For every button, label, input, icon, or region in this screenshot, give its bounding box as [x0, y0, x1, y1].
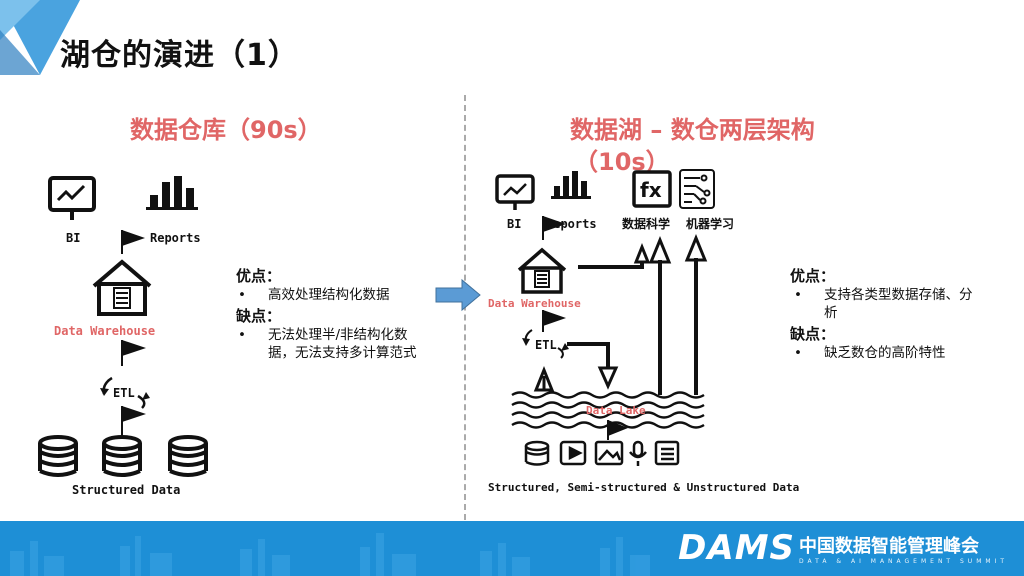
right-pros-line1: 支持各类型数据存储、分 [824, 287, 973, 303]
svg-text:fx: fx [640, 178, 662, 202]
flag-icon [121, 340, 146, 366]
document-icon [654, 440, 680, 466]
right-pros-title: 优点： [790, 267, 836, 285]
left-pros-item: 高效处理结构化数据 [268, 287, 390, 303]
left-bi-label: BI [66, 231, 81, 245]
right-dw-label: Data Warehouse [488, 297, 581, 310]
flag-icon [542, 310, 566, 332]
left-cons-title: 缺点： [236, 307, 282, 325]
database-icon [38, 435, 78, 477]
ml-circuit-icon [679, 169, 715, 209]
left-pros-bullet: • [238, 287, 246, 303]
brand-name: DAMS [678, 528, 796, 568]
warehouse-icon [517, 247, 567, 294]
left-cons-line1: 无法处理半/非结构化数 [268, 327, 408, 343]
brand-cn: 中国数据智能管理峰会 [799, 535, 980, 557]
left-reports-label: Reports [150, 231, 201, 245]
database-icon [102, 435, 142, 477]
right-ml-label: 机器学习 [686, 217, 735, 231]
right-cons-item: 缺乏数仓的高阶特性 [824, 345, 946, 361]
fx-icon: fx [632, 170, 672, 208]
left-dw-label: Data Warehouse [54, 324, 156, 338]
right-heading-line1: 数据湖 – 数仓两层架构 [570, 116, 815, 144]
brand-sub: DATA & AI MANAGEMENT SUMMIT [799, 557, 1008, 565]
image-icon [594, 440, 624, 466]
right-pros-bullet: • [794, 287, 802, 303]
flag-icon [607, 420, 628, 440]
database-icon [524, 440, 550, 466]
right-cons-bullet: • [794, 345, 802, 361]
section-divider [464, 95, 466, 520]
right-cons-title: 缺点： [790, 325, 836, 343]
right-lake-label: Data Lake [586, 404, 646, 417]
left-cons-line2: 据，无法支持多计算范式 [268, 345, 417, 361]
left-source-label: Structured Data [72, 483, 181, 497]
corner-decoration [0, 0, 80, 75]
right-etl-label: ETL [535, 338, 557, 352]
brand-logo: DAMS 中国数据智能管理峰会 DATA & AI MANAGEMENT SUM… [678, 528, 1008, 568]
left-etl-label: ETL [113, 386, 135, 400]
left-heading: 数据仓库（90s） [130, 116, 322, 144]
left-pros-title: 优点： [236, 267, 282, 285]
right-heading-line2: （10s） [574, 148, 670, 176]
right-reports-label: Reports [546, 217, 597, 231]
database-icon [168, 435, 208, 477]
video-icon [559, 440, 587, 466]
page-title: 湖仓的演进（1） [60, 38, 299, 73]
right-bi-label: BI [507, 217, 522, 231]
right-pros-line2: 析 [824, 305, 838, 321]
right-source-label: Structured, Semi-structured & Unstructur… [488, 481, 800, 494]
warehouse-icon [92, 259, 152, 316]
monitor-chart-icon [495, 174, 535, 210]
flag-icon [121, 406, 146, 436]
right-ds-label: 数据科学 [622, 217, 671, 231]
microphone-icon [629, 440, 647, 466]
flag-icon [121, 230, 145, 254]
left-cons-bullet: • [238, 327, 246, 343]
